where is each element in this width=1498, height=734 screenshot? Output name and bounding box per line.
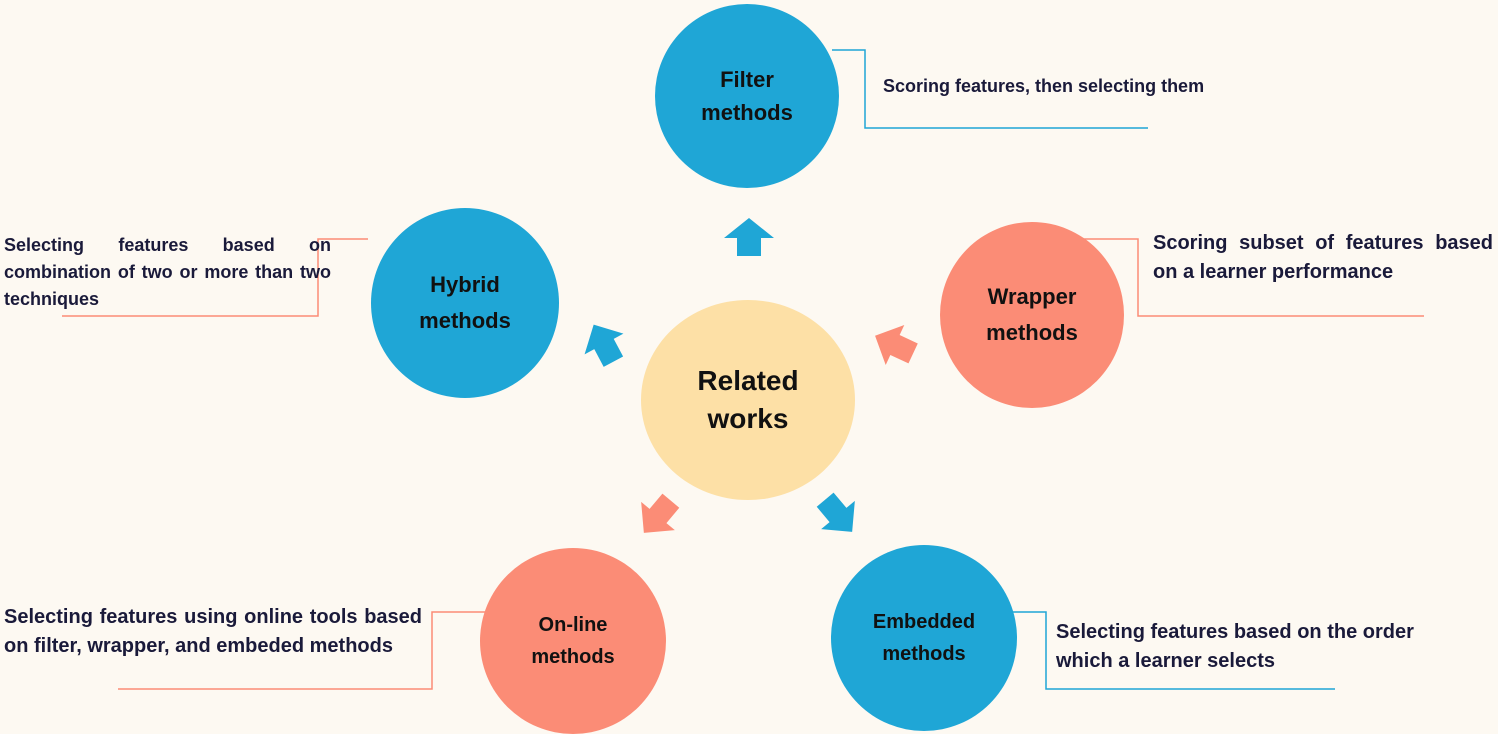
- node-filter-label-line1: Filter: [720, 67, 774, 92]
- wrapper-connector-line: [1058, 238, 1424, 317]
- online-description: Selecting features using online tools ba…: [4, 606, 422, 657]
- center-node-label-line1: Related: [697, 365, 799, 396]
- node-online-label-line2: methods: [531, 646, 615, 668]
- hybrid-description: Selecting features based on combination …: [4, 235, 331, 309]
- node-wrapper-methods: Wrapper methods: [940, 222, 1124, 408]
- filter-connector-line: [832, 49, 1148, 129]
- embedded-connector-line: [990, 611, 1335, 690]
- arrow-up-left-icon: [584, 324, 624, 367]
- arrow-down-right-icon: [816, 492, 855, 532]
- node-embedded-label-line2: methods: [882, 643, 966, 665]
- filter-description: Scoring features, then selecting them: [883, 76, 1205, 96]
- node-embedded-label-line1: Embedded: [872, 611, 976, 633]
- online-connector-line: [118, 611, 490, 690]
- node-filter-label-line2: methods: [701, 100, 793, 125]
- node-hybrid-methods: Hybrid methods: [371, 208, 559, 398]
- arrow-down-left-icon: [641, 493, 680, 533]
- node-online-methods: On-line methods: [480, 548, 666, 734]
- node-embedded-methods: Embedded methods: [831, 545, 1017, 731]
- node-filter-methods: Filter methods: [655, 4, 839, 188]
- node-wrapper-label-line1: Wrapper: [987, 284, 1077, 309]
- center-node-label-line2: works: [707, 403, 789, 434]
- node-hybrid-label-line1: Hybrid: [430, 272, 500, 297]
- node-online-label-line1: On-line: [538, 614, 608, 636]
- arrow-up-icon: [724, 218, 774, 256]
- center-node-related-works: Related works: [641, 300, 855, 500]
- node-hybrid-label-line2: methods: [419, 308, 511, 333]
- hybrid-connector-line: [62, 238, 368, 317]
- node-wrapper-label-line2: methods: [986, 320, 1078, 345]
- wrapper-description: Scoring subset of features based on a le…: [1153, 232, 1493, 283]
- arrow-up-right-icon: [875, 325, 918, 365]
- embedded-description: Selecting features based on the order wh…: [1056, 621, 1414, 672]
